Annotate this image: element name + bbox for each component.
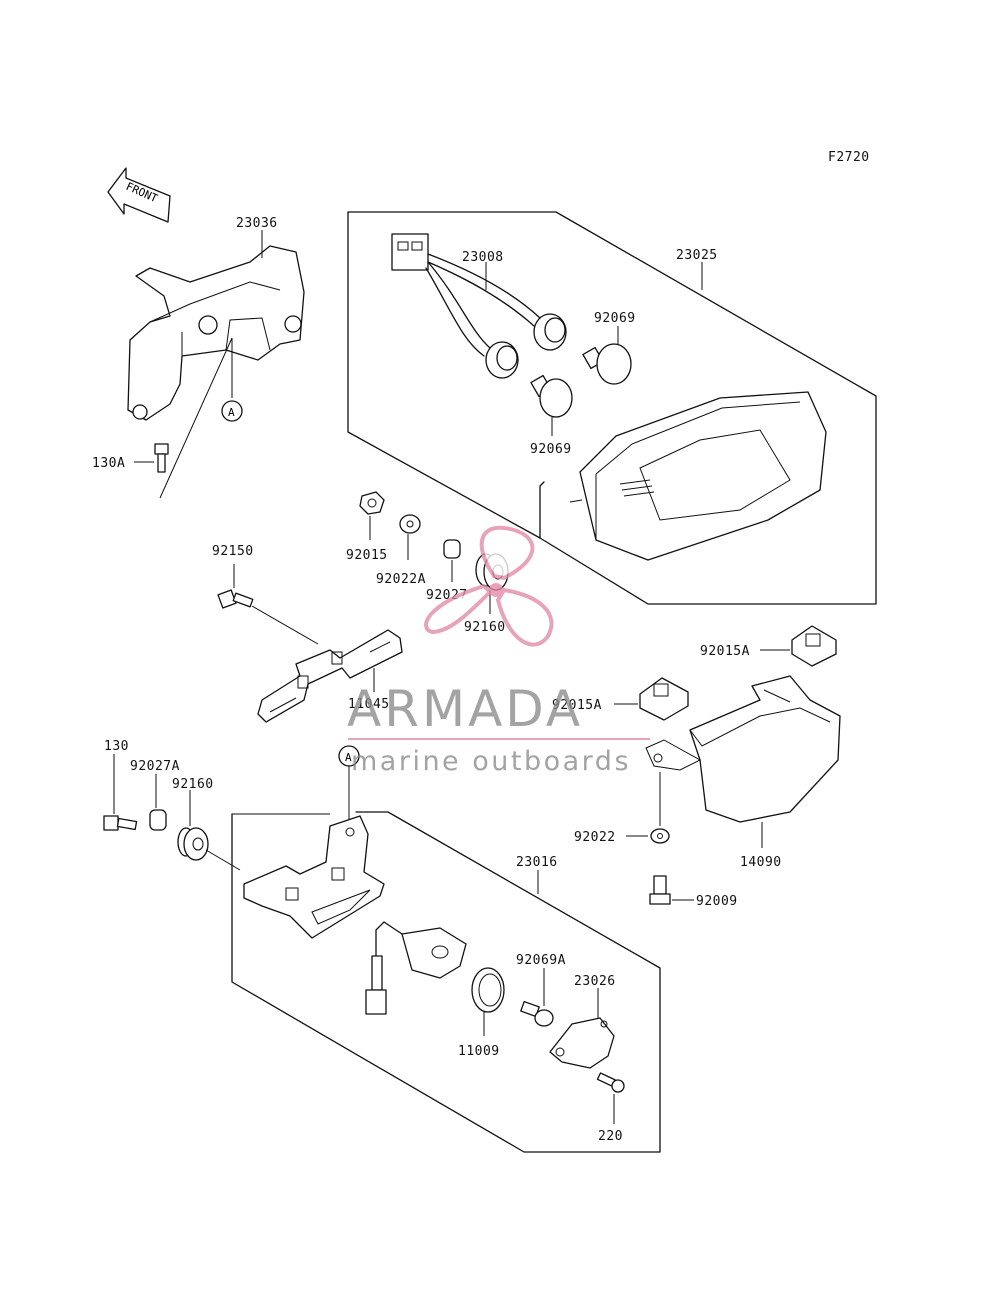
front-arrow-icon: FRONT <box>107 167 171 223</box>
watermark-tagline: marine outboards <box>351 746 631 777</box>
tail-lamp-housing <box>569 391 827 561</box>
bolt-130 <box>103 815 138 831</box>
ref-marker-a-top-text: A <box>228 406 235 419</box>
label-92009: 92009 <box>696 894 738 909</box>
assembly-box-23016 <box>231 811 661 1153</box>
label-92069-bottom: 92069 <box>530 442 572 457</box>
label-92160-top: 92160 <box>464 620 506 635</box>
washer-92022A <box>399 514 421 534</box>
clip-92015A-right <box>791 625 837 667</box>
washer-92022 <box>650 828 670 844</box>
cover-14090 <box>645 675 841 823</box>
label-23026: 23026 <box>574 974 616 989</box>
bulb-92069-top <box>582 343 632 385</box>
clip-92015A-mid <box>639 677 689 721</box>
bolt-130A <box>154 443 169 473</box>
label-92022A: 92022A <box>376 572 426 587</box>
ref-marker-a-bottom-text: A <box>345 751 352 764</box>
harness-23008 <box>391 233 567 379</box>
label-23036: 23036 <box>236 216 278 231</box>
collar-92027 <box>443 539 461 559</box>
figure-code: F2720 <box>828 150 870 165</box>
bolt-92150 <box>217 589 254 609</box>
license-bracket <box>243 815 385 939</box>
bracket-23036 <box>127 245 305 421</box>
watermark: ARMADA marine outboards <box>347 525 650 777</box>
collar-92027A <box>149 809 167 831</box>
screw-220 <box>596 1072 625 1093</box>
label-11009: 11009 <box>458 1044 500 1059</box>
label-23025: 23025 <box>676 248 718 263</box>
grommet-92160-bottom <box>177 827 209 861</box>
ref-marker-a-top <box>221 400 243 422</box>
screw-92009 <box>649 875 671 905</box>
label-92160-bottom: 92160 <box>172 777 214 792</box>
label-92069-top: 92069 <box>594 311 636 326</box>
license-lamp-wire <box>365 921 467 1015</box>
label-92150: 92150 <box>212 544 254 559</box>
label-92015: 92015 <box>346 548 388 563</box>
label-14090: 14090 <box>740 855 782 870</box>
label-92015A-right: 92015A <box>700 644 750 659</box>
assembly-box-23025 <box>347 211 877 605</box>
label-130A: 130A <box>92 456 125 471</box>
bulb-92069A <box>520 1000 554 1027</box>
lens-23026 <box>549 1017 615 1069</box>
watermark-brand: ARMADA <box>347 680 583 738</box>
label-92015A-mid: 92015A <box>552 698 602 713</box>
label-92069A: 92069A <box>516 953 566 968</box>
label-23008: 23008 <box>462 250 504 265</box>
label-92027A: 92027A <box>130 759 180 774</box>
label-220: 220 <box>598 1129 623 1144</box>
label-92022: 92022 <box>574 830 616 845</box>
label-23016: 23016 <box>516 855 558 870</box>
label-11045: 11045 <box>348 697 390 712</box>
bulb-92069-bottom <box>530 374 573 418</box>
propeller-logo-icon <box>424 525 554 647</box>
bracket-11045 <box>257 629 403 723</box>
label-130: 130 <box>104 739 129 754</box>
gasket-11009 <box>471 967 505 1013</box>
nut-92015 <box>359 491 385 515</box>
